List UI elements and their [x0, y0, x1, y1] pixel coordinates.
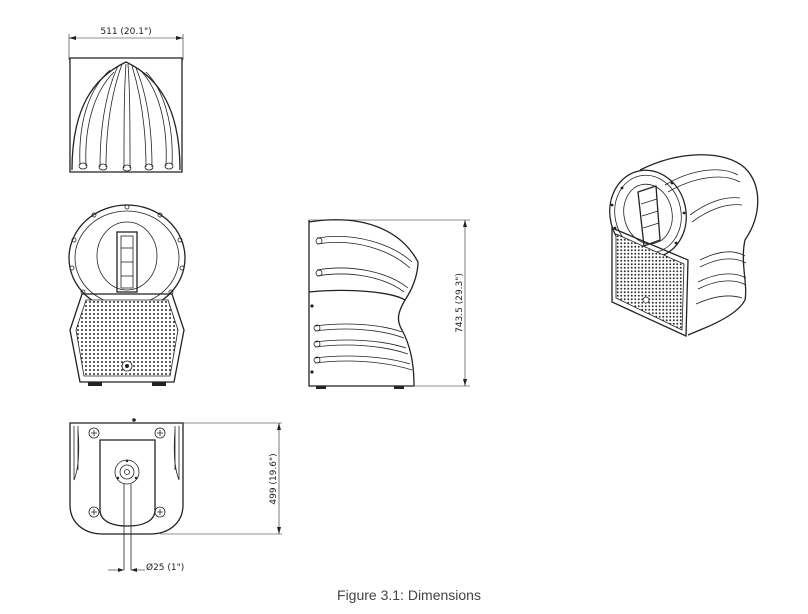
isometric-view-drawing	[609, 154, 759, 338]
isometric-grille	[615, 233, 685, 331]
front-view-drawing	[68, 204, 186, 386]
top-width-dimension-label: 511 (20.1")	[100, 27, 151, 37]
side-height-dimension-label: 743.5 (29.3")	[455, 273, 465, 333]
bottom-depth-dimension-label: 499 (19.6")	[269, 453, 279, 504]
pole-diameter-label: Ø25 (1")	[146, 562, 184, 573]
front-grille	[75, 299, 179, 377]
bottom-view-drawing: Ø25 (1") 499 (19.6")	[69, 418, 282, 573]
side-view-drawing: 743.5 (29.3")	[308, 219, 470, 389]
figure-caption: Figure 3.1: Dimensions	[337, 587, 481, 603]
top-view-drawing: 511 (20.1")	[68, 27, 184, 173]
